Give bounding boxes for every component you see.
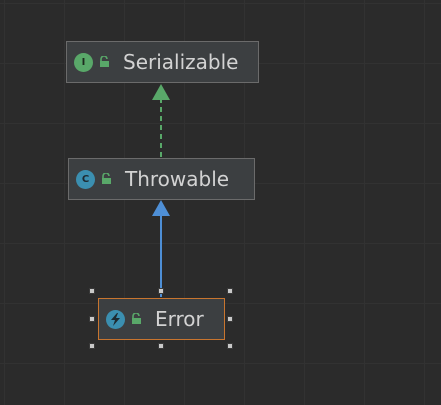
class-icon: C [76,169,95,189]
resize-handle-bottom-right[interactable] [227,343,233,349]
resize-handle-top-right[interactable] [227,288,233,294]
resize-handle-bottom-center[interactable] [158,343,164,349]
public-lock-icon [100,56,109,67]
node-name: Throwable [125,167,230,191]
resize-handle-bottom-left[interactable] [89,343,95,349]
extends-arrowhead [152,200,170,216]
node-serializable[interactable]: I Serializable [66,41,259,83]
resize-handle-top-center[interactable] [158,288,164,294]
lightning-icon [106,309,125,329]
node-name: Error [155,307,204,331]
implements-arrowhead [152,84,170,100]
resize-handle-middle-right[interactable] [227,316,233,322]
public-lock-icon [102,173,111,184]
node-throwable[interactable]: C Throwable [68,158,255,200]
resize-handle-top-left[interactable] [89,288,95,294]
node-name: Serializable [123,50,239,74]
resize-handle-middle-left[interactable] [89,316,95,322]
node-error[interactable]: Error [98,298,225,340]
public-lock-icon [132,313,141,324]
interface-icon: I [74,52,93,72]
